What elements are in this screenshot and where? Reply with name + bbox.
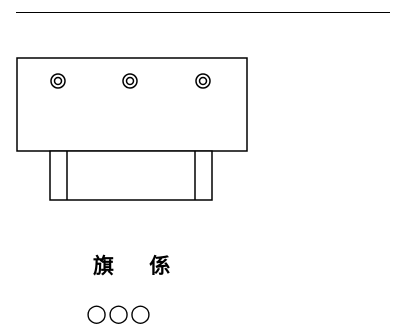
top-divider-line xyxy=(16,12,390,13)
role-title: 旗 係 xyxy=(93,254,185,278)
bolt-3-icon xyxy=(195,73,211,89)
bolt-2-icon xyxy=(122,73,138,89)
role-name: ○○○ xyxy=(86,299,152,327)
plate-rectangle xyxy=(16,57,248,152)
stand-base xyxy=(49,150,213,201)
bolt-1-icon xyxy=(50,73,66,89)
